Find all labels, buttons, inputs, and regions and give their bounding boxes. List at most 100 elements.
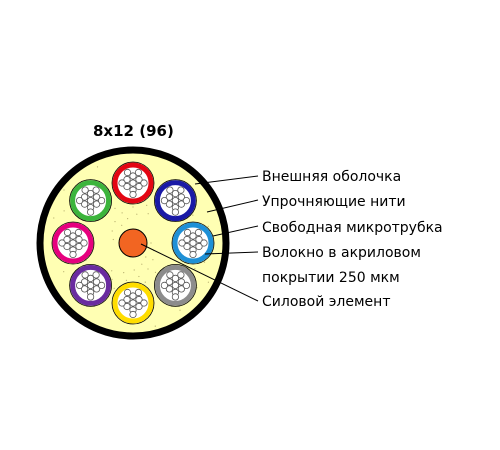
optical-fiber (129, 179, 137, 187)
optical-fiber (80, 239, 88, 247)
yarn-speck (146, 204, 148, 206)
tube-rim (111, 281, 155, 325)
optical-fiber (87, 197, 95, 205)
optical-fiber (123, 168, 132, 177)
optical-fiber (92, 271, 100, 279)
yarn-speck (111, 270, 113, 272)
yarn-speck (96, 166, 99, 168)
yarn-speck (112, 238, 114, 241)
optical-fiber (177, 186, 185, 194)
optical-fiber (76, 281, 84, 289)
yarn-speck (125, 279, 127, 281)
optical-fiber (81, 193, 89, 201)
yarn-speck (123, 272, 125, 274)
yarn-speck (121, 224, 123, 226)
optical-fiber (76, 197, 84, 205)
loose-tube (111, 161, 155, 205)
optical-fiber (81, 186, 89, 194)
optical-fiber (177, 193, 185, 201)
yarn-speck (132, 206, 134, 208)
optical-fiber (87, 274, 95, 282)
leader-strength-member (140, 243, 259, 302)
yarn-speck (113, 287, 115, 289)
optical-fiber (189, 250, 197, 259)
loose-tube (51, 221, 95, 265)
optical-fiber (129, 172, 137, 180)
optical-fiber (93, 278, 101, 286)
optical-fiber (81, 200, 89, 208)
optical-fiber (123, 175, 131, 184)
optical-fiber (118, 179, 126, 187)
optical-fiber (69, 250, 77, 259)
optical-fiber (123, 288, 132, 297)
optical-fiber (160, 197, 168, 205)
yarn-speck (207, 225, 209, 227)
optical-fiber (118, 299, 126, 307)
optical-fiber (129, 299, 137, 307)
yarn-speck (111, 230, 113, 232)
label-strength-yarns: Упрочняющие нити (262, 194, 406, 210)
loose-tube (69, 263, 112, 307)
optical-fiber (74, 228, 83, 237)
optical-fiber (69, 239, 77, 247)
tube-rim (153, 263, 197, 307)
tube-rim (69, 179, 112, 223)
leader-strength-yarns (206, 199, 259, 213)
yarn-speck (111, 278, 113, 280)
optical-fiber (81, 271, 89, 279)
optical-fiber (140, 299, 148, 307)
tube-rim (153, 179, 197, 223)
optical-fiber (177, 278, 185, 286)
optical-fiber (81, 285, 89, 293)
optical-fiber (200, 239, 208, 247)
optical-fiber (135, 182, 143, 191)
leader-outer-sheath (194, 175, 259, 185)
optical-fiber (165, 200, 173, 208)
leader-fiber (204, 251, 259, 255)
optical-fiber (87, 281, 95, 289)
optical-fiber (171, 293, 179, 301)
optical-fiber (92, 186, 100, 194)
optical-fiber (165, 285, 173, 293)
label-loose-tube: Свободная микротрубка (262, 220, 443, 236)
optical-fiber (177, 285, 185, 293)
optical-fiber (171, 190, 179, 198)
optical-fiber (171, 208, 179, 216)
optical-fiber (183, 242, 191, 251)
yarn-speck (127, 218, 129, 220)
yarn-speck (207, 281, 209, 283)
optical-fiber (194, 228, 203, 237)
optical-fiber (123, 302, 131, 311)
label-strength-member: Силовой элемент (262, 294, 390, 310)
optical-fiber (135, 175, 143, 184)
optical-fiber (129, 190, 137, 199)
yarn-speck (53, 217, 55, 219)
optical-fiber (87, 190, 95, 198)
optical-fiber (134, 168, 143, 177)
yarn-speck (114, 207, 116, 209)
label-fiber-line1: Волокно в акриловом (262, 245, 421, 261)
optical-fiber (165, 278, 173, 286)
yarn-speck (154, 271, 157, 273)
optical-fiber (129, 310, 137, 319)
optical-fiber (123, 182, 131, 191)
yarn-speck (63, 189, 65, 191)
optical-fiber (183, 228, 192, 237)
loose-tube (153, 179, 197, 223)
yarn-speck (121, 212, 123, 214)
loose-tube (69, 179, 112, 223)
tube-rim (111, 161, 155, 205)
optical-fiber (195, 242, 203, 251)
loose-tube (153, 263, 197, 307)
optical-fiber (87, 293, 95, 301)
optical-fiber (63, 228, 72, 237)
yarn-speck (133, 269, 135, 271)
optical-fiber (183, 235, 191, 244)
optical-fiber (178, 239, 186, 247)
tube-rim (69, 263, 112, 307)
yarn-speck (138, 275, 140, 278)
optical-fiber (93, 285, 101, 293)
optical-fiber (63, 235, 71, 244)
leader-lines (140, 175, 259, 302)
